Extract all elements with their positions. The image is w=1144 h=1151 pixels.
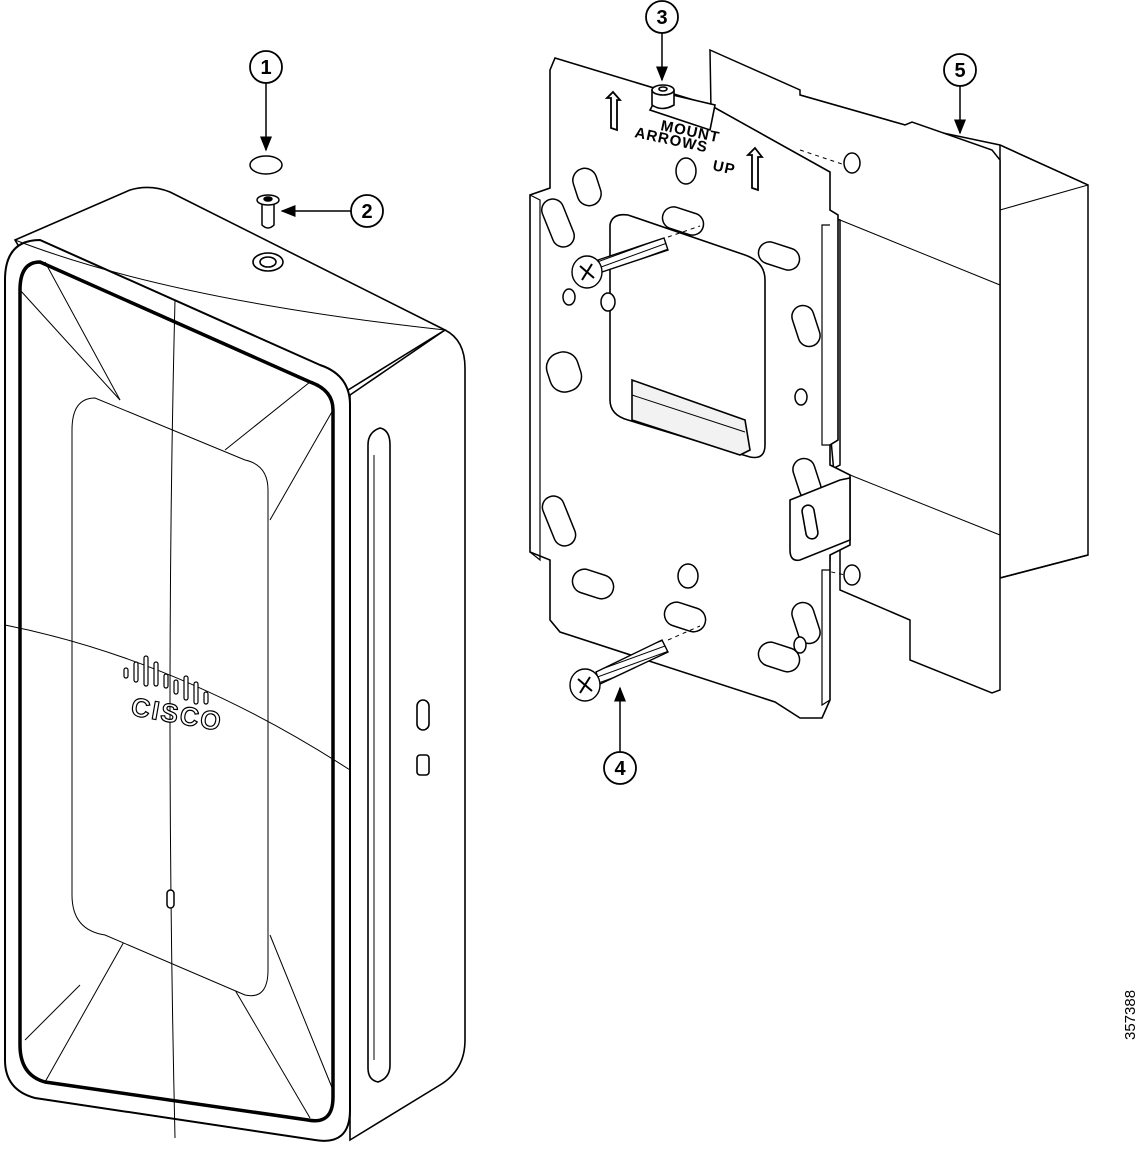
callout-5: 5 — [943, 53, 977, 135]
callout-3-label: 3 — [656, 7, 667, 29]
mounting-screw-lower — [569, 639, 669, 702]
junction-box — [709, 48, 1089, 694]
mounting-bracket — [529, 57, 851, 719]
figure-id: 357388 — [1122, 990, 1139, 1040]
up-label: UP — [711, 157, 737, 178]
security-screw — [256, 194, 280, 229]
callout-4: 4 — [603, 686, 637, 785]
callout-1-label: 1 — [260, 57, 271, 79]
screw-plug-cap — [249, 155, 283, 175]
callout-2: 2 — [280, 194, 384, 228]
callout-5-label: 5 — [954, 60, 965, 82]
callout-3: 3 — [645, 0, 679, 82]
callout-1: 1 — [249, 50, 283, 152]
mounting-screw-upper — [571, 237, 669, 289]
access-point — [4, 186, 466, 1142]
bracket-slots — [541, 157, 822, 673]
up-arrow-icon — [604, 90, 622, 132]
callout-4-label: 4 — [614, 758, 626, 780]
up-arrow-icon — [745, 146, 764, 192]
callout-2-label: 2 — [361, 201, 372, 223]
